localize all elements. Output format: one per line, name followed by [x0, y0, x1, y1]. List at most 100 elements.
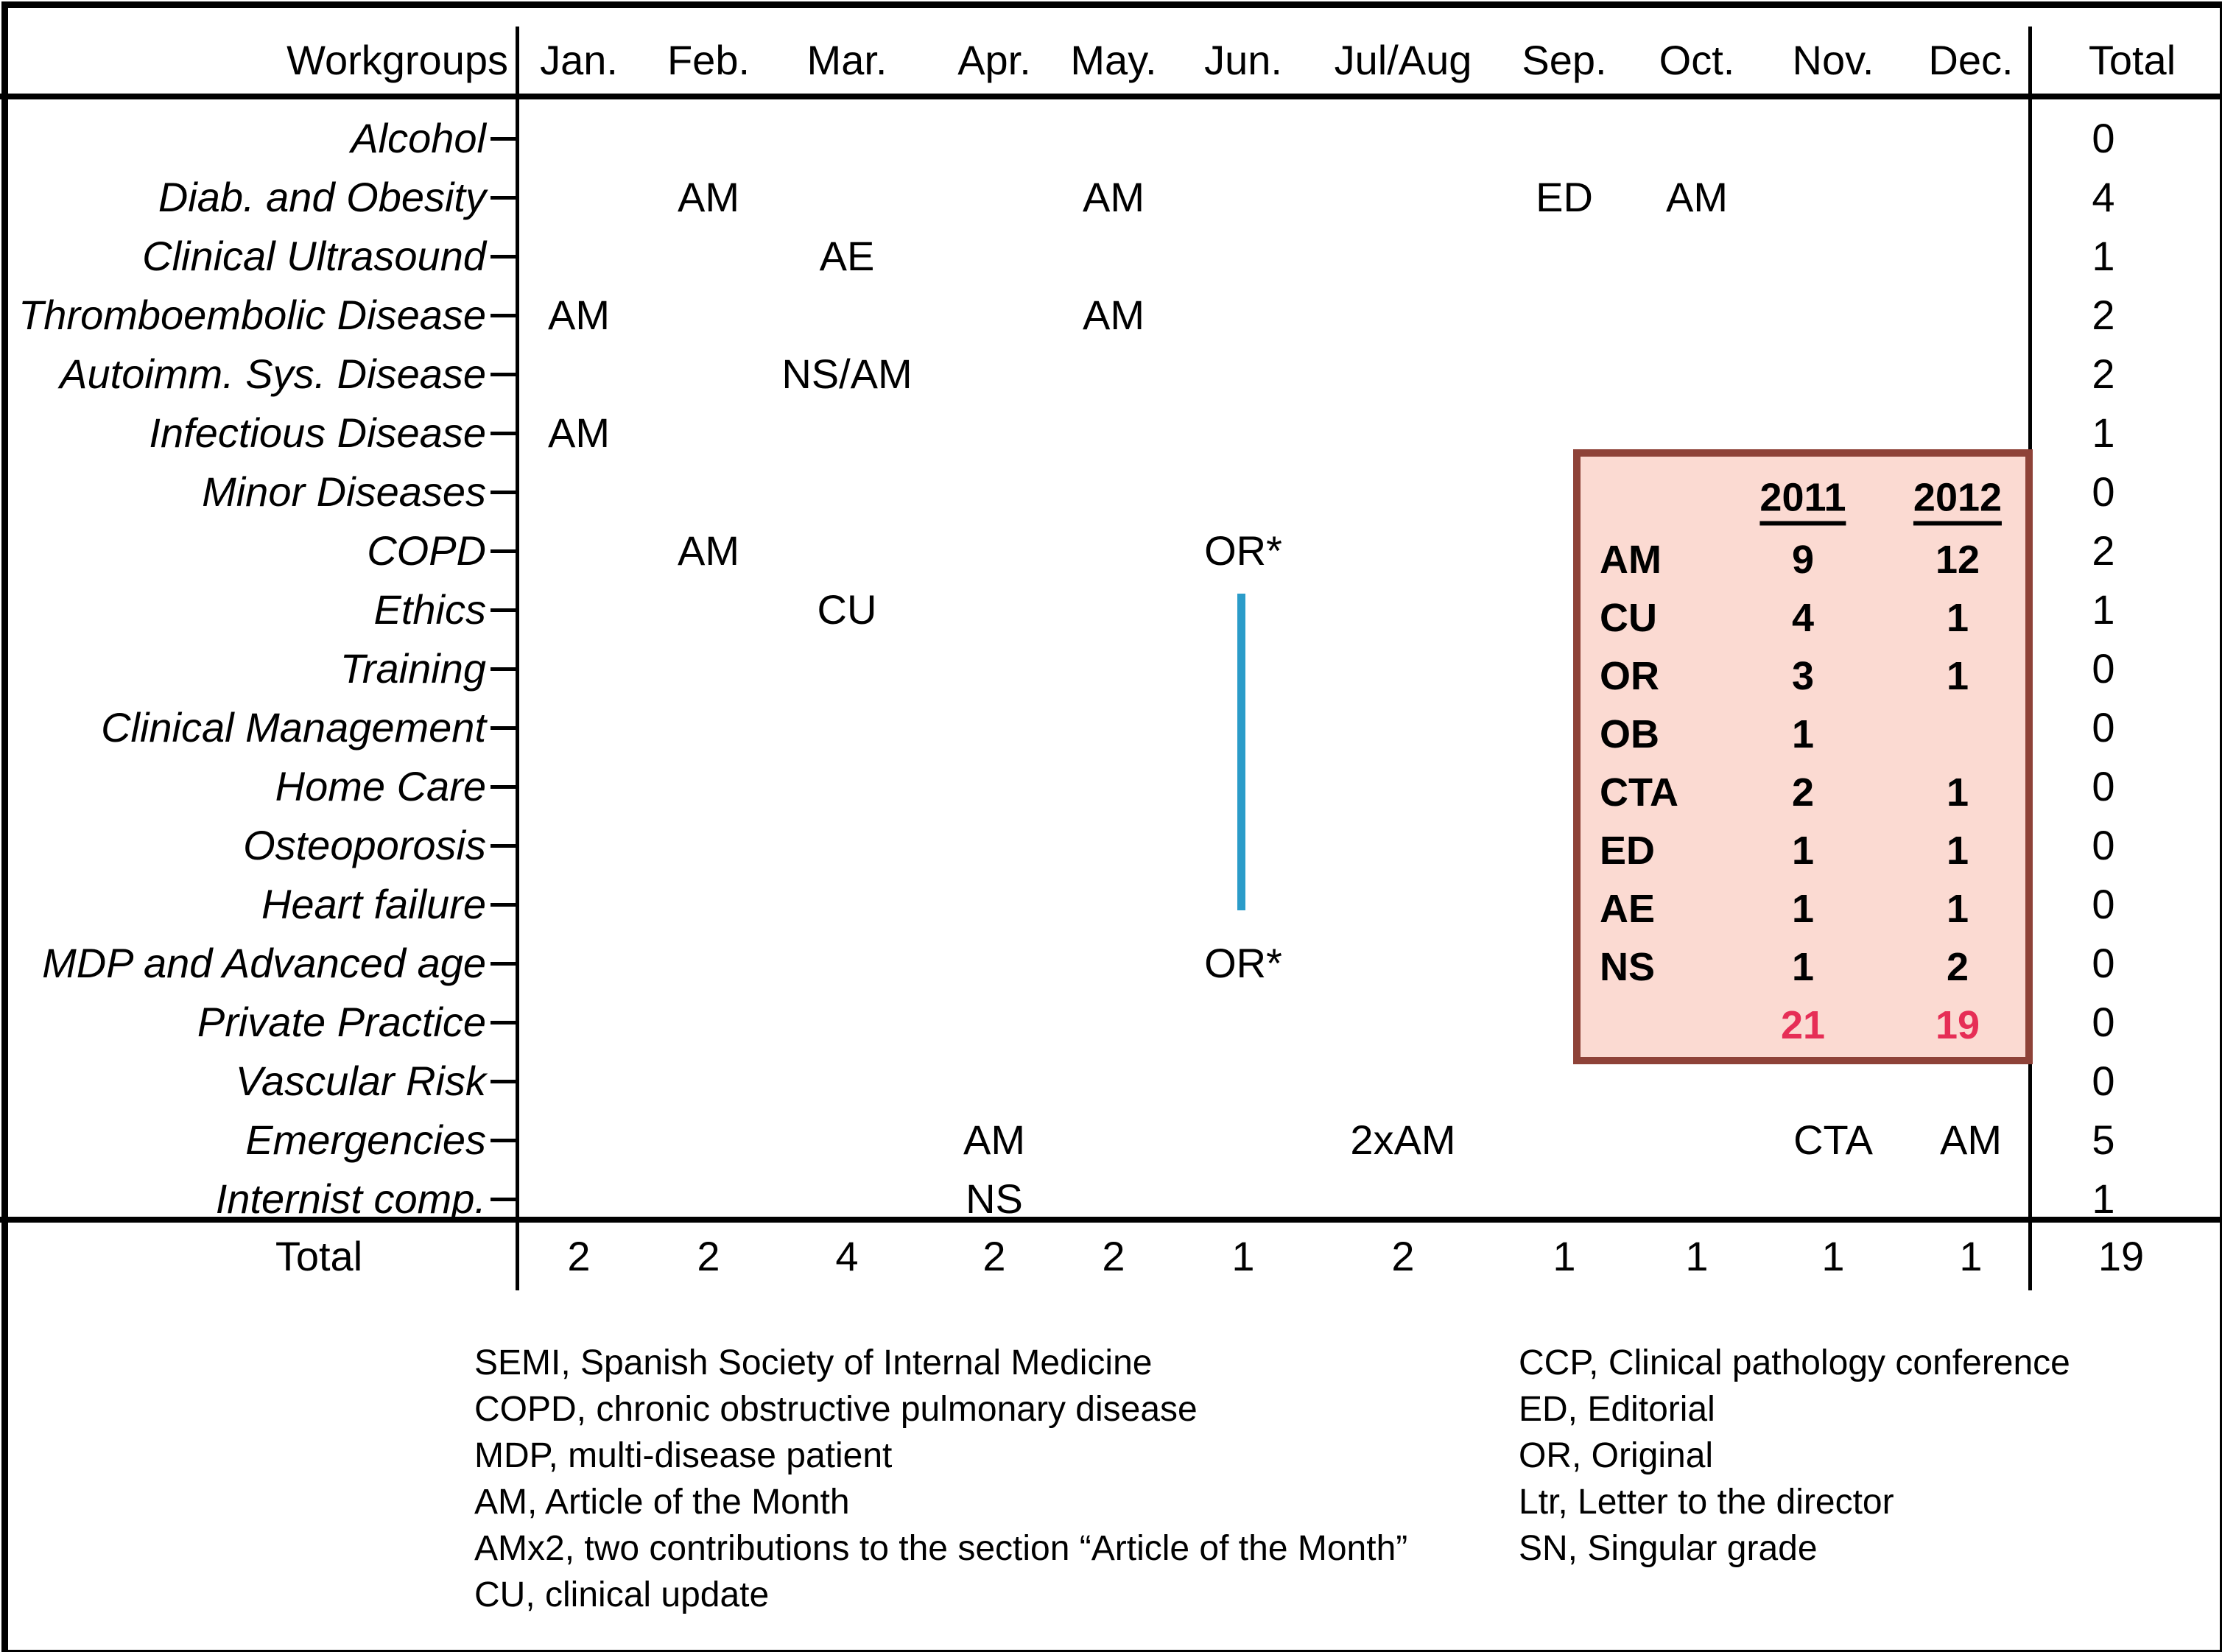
total-column-header: Total — [2088, 37, 2176, 83]
row-tick-mark — [491, 785, 518, 789]
legend-item-left: CU, clinical update — [474, 1575, 770, 1614]
row-total-value: 1 — [2092, 233, 2115, 279]
inset-2012-value: 12 — [1935, 538, 1980, 582]
row-tick-mark — [491, 432, 518, 435]
inset-year-header: 2012 — [1913, 478, 2003, 526]
row-tick-mark — [491, 373, 518, 376]
workgroup-label: MDP and Advanced age — [42, 940, 486, 986]
legend-item-left: MDP, multi-disease patient — [474, 1436, 893, 1475]
workgroup-label: Alcohol — [351, 115, 486, 161]
inset-2011-value: 1 — [1791, 829, 1815, 873]
month-header: Jun. — [1204, 37, 1282, 83]
workgroup-label: Infectious Disease — [149, 410, 486, 456]
contribution-cell: AM — [678, 527, 739, 574]
inset-code-label: OR — [1600, 654, 1659, 698]
legend-item-right: SN, Singular grade — [1519, 1529, 1818, 1568]
month-header: Jul/Aug — [1334, 37, 1472, 83]
workgroup-label: Diab. and Obesity — [158, 174, 486, 220]
total-row-label: Total — [275, 1233, 363, 1279]
row-tick-mark — [491, 255, 518, 259]
inset-code-label: ED — [1600, 829, 1656, 873]
row-total-value: 1 — [2092, 586, 2115, 633]
row-total-value: 0 — [2092, 881, 2115, 927]
row-tick-mark — [491, 962, 518, 966]
inset-code-label: OB — [1600, 712, 1659, 756]
row-tick-mark — [491, 491, 518, 494]
workgroups-header: Workgroups — [286, 37, 508, 83]
row-total-value: 0 — [2092, 1058, 2115, 1104]
contribution-cell: OR* — [1204, 940, 1282, 986]
column-total-value: 1 — [1959, 1233, 1983, 1279]
workgroup-label: Training — [340, 645, 486, 692]
legend-item-left: COPD, chronic obstructive pulmonary dise… — [474, 1390, 1198, 1429]
month-header: Mar. — [806, 37, 887, 83]
contribution-cell: 2xAM — [1350, 1117, 1456, 1163]
row-tick-mark — [491, 314, 518, 317]
month-header: Dec. — [1928, 37, 2014, 83]
workgroup-label: Thromboembolic Disease — [18, 292, 486, 338]
row-tick-mark — [491, 667, 518, 671]
row-tick-mark — [491, 549, 518, 553]
row-tick-mark — [491, 608, 518, 612]
row-total-value: 2 — [2092, 351, 2115, 397]
workgroup-label: Autoimm. Sys. Disease — [60, 351, 486, 397]
row-total-value: 0 — [2092, 704, 2115, 751]
month-header: Feb. — [667, 37, 750, 83]
row-total-value: 4 — [2092, 174, 2115, 220]
row-total-value: 0 — [2092, 822, 2115, 868]
inset-code-label: NS — [1600, 945, 1656, 989]
column-total-value: 1 — [1553, 1233, 1576, 1279]
contribution-cell: NS — [966, 1175, 1023, 1222]
row-total-value: 0 — [2092, 468, 2115, 515]
column-total-value: 4 — [835, 1233, 859, 1279]
workgroup-label: Emergencies — [245, 1117, 486, 1163]
month-header: Oct. — [1659, 37, 1735, 83]
month-header: Jan. — [540, 37, 618, 83]
row-total-value: 2 — [2092, 527, 2115, 574]
inset-2011-value: 2 — [1791, 770, 1815, 815]
workgroup-label: Clinical Management — [101, 704, 486, 751]
column-total-value: 2 — [1102, 1233, 1125, 1279]
inset-2011-value: 3 — [1791, 654, 1815, 698]
month-header: May. — [1070, 37, 1157, 83]
workgroup-label: Internist comp. — [215, 1175, 486, 1222]
inset-2011-value: 1 — [1791, 712, 1815, 756]
row-total-value: 0 — [2092, 999, 2115, 1045]
legend-item-left: SEMI, Spanish Society of Internal Medici… — [474, 1343, 1153, 1382]
contribution-cell: OR* — [1204, 527, 1282, 574]
row-tick-mark — [491, 1021, 518, 1024]
contribution-cell: AM — [548, 410, 610, 456]
contribution-cell: AM — [1083, 292, 1145, 338]
legend-item-right: OR, Original — [1519, 1436, 1714, 1475]
contribution-cell: AE — [819, 233, 875, 279]
grand-total-value: 19 — [2098, 1233, 2145, 1279]
inset-2011-value: 1 — [1791, 945, 1815, 989]
or-articles-link-line — [1237, 594, 1245, 910]
inset-code-label: CTA — [1600, 770, 1678, 815]
contribution-cell: AM — [1083, 174, 1145, 220]
row-total-value: 0 — [2092, 940, 2115, 986]
legend-item-left: AMx2, two contributions to the section “… — [474, 1529, 1408, 1568]
inset-year-header: 2011 — [1759, 478, 1846, 526]
workgroups-column-divider — [516, 27, 519, 1290]
inset-2012-value: 1 — [1946, 887, 1969, 931]
column-total-value: 1 — [1685, 1233, 1709, 1279]
legend-item-right: CCP, Clinical pathology conference — [1519, 1343, 2070, 1382]
inset-2011-value: 4 — [1791, 596, 1815, 640]
contribution-cell: CU — [817, 586, 877, 633]
workgroup-label: COPD — [367, 527, 486, 574]
inset-2012-value: 1 — [1946, 770, 1969, 815]
inset-2011-total: 21 — [1780, 1003, 1826, 1047]
workgroup-label: Clinical Ultrasound — [142, 233, 486, 279]
inset-code-label: AM — [1600, 538, 1662, 582]
legend-item-right: Ltr, Letter to the director — [1519, 1483, 1894, 1522]
contribution-cell: AM — [548, 292, 610, 338]
inset-code-label: CU — [1600, 596, 1657, 640]
summary-inset-box — [1573, 449, 2033, 1064]
workgroup-label: Private Practice — [197, 999, 486, 1045]
row-total-value: 1 — [2092, 1175, 2115, 1222]
inset-2011-value: 1 — [1791, 887, 1815, 931]
contribution-cell: AM — [963, 1117, 1025, 1163]
header-separator-line — [0, 94, 2222, 99]
